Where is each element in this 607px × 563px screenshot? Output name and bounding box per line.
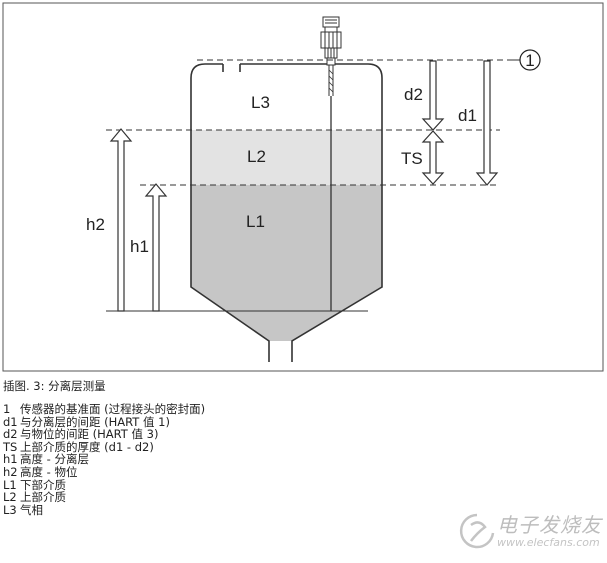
ts-arrow-icon	[421, 130, 445, 185]
watermark-logo-icon	[459, 513, 495, 549]
watermark: 电子发烧友 www.elecfans.com	[457, 505, 602, 559]
legend-text: 传感器的基准面 (过程接头的密封面)	[20, 402, 206, 416]
legend-text: 高度 - 物位	[20, 464, 78, 479]
legend-key: h2	[3, 464, 18, 479]
legend-key: TS	[3, 439, 18, 454]
layer-l2-upper-medium	[191, 130, 382, 185]
watermark-text: 电子发烧友	[497, 513, 602, 537]
interface-measurement-diagram: 1 d2 d1 TS h2 h1 L3 L2 L1	[2, 2, 604, 372]
label-d1: d1	[458, 106, 477, 125]
label-d2: d2	[404, 85, 423, 104]
label-l2: L2	[247, 147, 266, 166]
layer-l1-lower-medium	[191, 185, 382, 341]
label-h1: h1	[130, 237, 149, 256]
label-l3: L3	[251, 93, 270, 112]
legend-key: L1	[3, 477, 17, 492]
watermark-url: www.elecfans.com	[497, 536, 600, 549]
legend-item: 1 传感器的基准面 (过程接头的密封面)	[3, 403, 205, 416]
label-l1: L1	[246, 212, 265, 231]
legend-key: d1	[3, 414, 18, 429]
legend-text: 高度 - 分离层	[20, 452, 89, 467]
h1-arrow-icon	[144, 183, 168, 312]
label-ts: TS	[401, 149, 423, 168]
h2-arrow-icon	[109, 128, 133, 312]
marker-1-label: 1	[525, 51, 534, 70]
radar-sensor-icon	[320, 16, 342, 96]
tank-outline	[190, 63, 383, 362]
legend-text: 与物位的间距 (HART 值 3)	[20, 427, 159, 442]
diagram-frame	[2, 2, 604, 372]
marker-1-circle	[519, 49, 541, 71]
legend-text: 上部介质	[20, 490, 66, 505]
d1-arrow-icon	[475, 60, 499, 186]
legend-text: 与分离层的间距 (HART 值 1)	[20, 414, 170, 429]
figure-caption-title: 插图. 3: 分离层测量	[3, 379, 106, 393]
layer-l3-gas	[191, 64, 382, 130]
legend-key: d2	[3, 427, 18, 442]
tank-contents	[191, 64, 382, 341]
d2-arrow-icon	[421, 60, 445, 131]
legend-text: 气相	[20, 502, 43, 517]
legend-key: L3	[3, 502, 17, 517]
legend-key: h1	[3, 452, 18, 467]
label-h2: h2	[86, 215, 105, 234]
legend-key: 1	[3, 402, 11, 416]
legend-text: 上部介质的厚度 (d1 - d2)	[20, 439, 154, 454]
legend-key: L2	[3, 490, 17, 505]
legend-text: 下部介质	[20, 477, 66, 492]
